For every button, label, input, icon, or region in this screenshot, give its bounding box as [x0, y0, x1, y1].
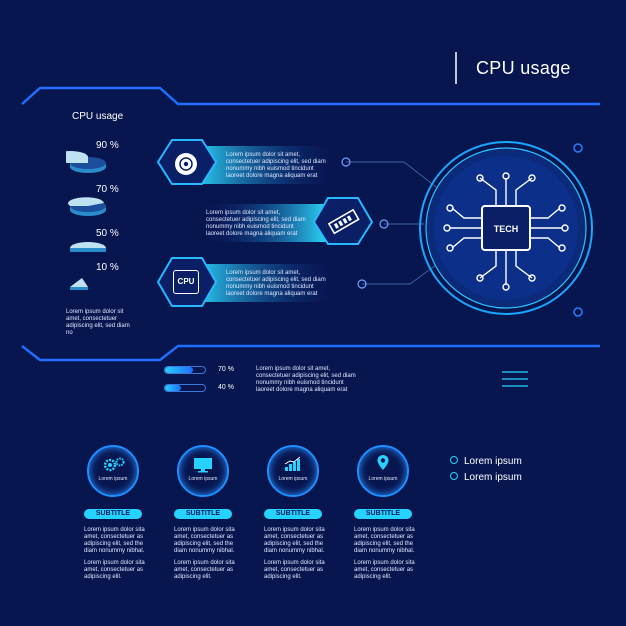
card-3-subtitle: SUBTITLE	[264, 509, 322, 519]
card-2-subtitle: SUBTITLE	[174, 509, 232, 519]
progress-text: Lorem ipsum dolor sit amet,consectetuer …	[256, 366, 356, 393]
card-2-circle: Lorem ipsum	[177, 445, 229, 497]
left-panel-label: CPU usage	[72, 111, 124, 122]
bar-chart-icon	[284, 456, 301, 471]
pie-10-icon	[70, 278, 88, 290]
cpu-icon: CPU	[173, 270, 199, 294]
legend-bullet-icon	[450, 471, 458, 480]
card-2-circle-label: Lorem ipsum	[188, 476, 218, 482]
legend-bullet-icon	[450, 455, 458, 464]
progress-fill-2	[165, 385, 181, 391]
memory-module-icon	[327, 208, 360, 235]
card-3-circle: Lorem ipsum	[267, 445, 319, 497]
card-4-circle-label: Lorem ipsum	[368, 476, 398, 482]
banner-2-text: Lorem ipsum dolor sit amet,consectetuer …	[206, 210, 306, 237]
page-title: CPU usage	[476, 58, 571, 78]
disc-icon	[175, 153, 197, 175]
pie-90-icon	[66, 151, 106, 173]
card-4-subtitle: SUBTITLE	[354, 509, 412, 519]
banner-3-text: Lorem ipsum dolor sit amet,consectetuer …	[226, 270, 326, 297]
pie-10-pct: 10 %	[96, 262, 119, 273]
progress-fill-1	[165, 367, 193, 373]
progress-2-pct: 40 %	[218, 384, 234, 391]
banner-shapes	[156, 139, 374, 307]
legend-item-1: Lorem ipsum	[450, 451, 522, 469]
gears-icon	[103, 457, 125, 472]
progress-bar-1	[164, 366, 206, 374]
chip-label: TECH	[493, 224, 519, 234]
banner-1-text: Lorem ipsum dolor sit amet,consectetuer …	[226, 152, 326, 179]
card-1-circle-label: Lorem ipsum	[98, 476, 128, 482]
card-1-subtitle: SUBTITLE	[84, 509, 142, 519]
pie-70-icon	[68, 197, 106, 216]
card-1-circle: Lorem ipsum	[87, 445, 139, 497]
left-panel-body: Lorem ipsum dolor sit amet, consectetuer…	[66, 309, 130, 336]
pie-50-pct: 50 %	[96, 228, 119, 239]
pie-70-pct: 70 %	[96, 184, 119, 195]
location-pin-icon	[377, 455, 389, 470]
pie-50-icon	[70, 242, 106, 252]
card-3-circle-label: Lorem ipsum	[278, 476, 308, 482]
pie-stack	[66, 151, 106, 290]
legend-item-2: Lorem ipsum	[450, 467, 522, 485]
progress-bar-2	[164, 384, 206, 392]
monitor-icon	[194, 458, 212, 473]
pie-90-pct: 90 %	[96, 140, 119, 151]
card-4-circle: Lorem ipsum	[357, 445, 409, 497]
progress-1-pct: 70 %	[218, 366, 234, 373]
chip-emblem	[419, 141, 593, 315]
